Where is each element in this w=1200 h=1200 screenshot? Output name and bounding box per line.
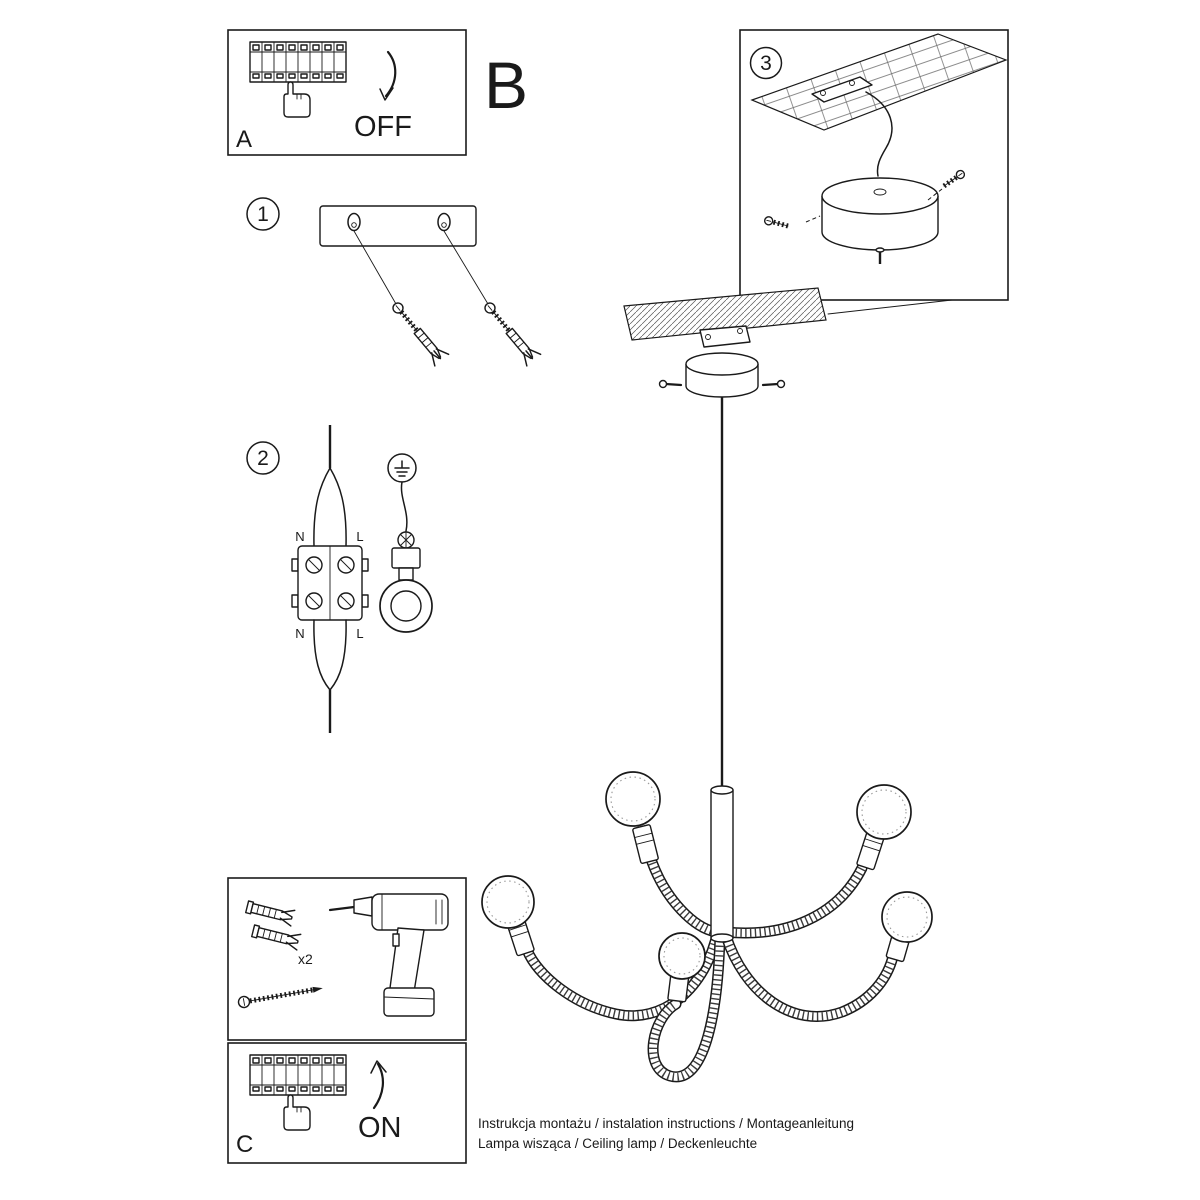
light-bulb [481,875,535,929]
panel-a-power-off: OFF A [227,29,467,156]
canopy-detail [821,177,939,264]
lamp-assembly [481,287,953,1077]
ceiling-plane [750,33,1008,131]
screw-icon [763,216,789,229]
footer-product-line: Lampa wisząca / Ceiling lamp / Deckenleu… [478,1136,757,1151]
earth-terminal [391,531,421,569]
hand-icon [283,1094,311,1131]
terminal-block [291,545,369,621]
step-2-number: 2 [257,447,269,470]
wire-n-bottom [313,619,331,691]
on-label: ON [358,1112,402,1144]
ceiling-board [623,287,827,341]
step-3-number: 3 [760,52,772,75]
leader-line [443,230,489,305]
hand-icon [283,81,311,118]
screw-leader-line [805,215,821,223]
screw-leader-line [927,188,943,201]
panel-drill: x2 [227,877,467,1041]
panel-3-ceiling-detail: 3 [739,29,1009,301]
lamp-bracket [699,325,751,348]
panel-c-label: C [236,1131,253,1158]
earth-wire [400,481,408,532]
step-2-wiring: 2 N L N L [246,425,433,733]
gooseneck-arm-right [726,936,892,1017]
step-2-circle [246,441,280,475]
off-label: OFF [354,111,412,143]
earth-symbol [387,453,417,483]
keyhole-slot [347,212,361,232]
wire-l-top [329,467,347,547]
label-n-bottom: N [295,626,304,641]
wall-anchor-icon [250,922,302,951]
breaker-panel-icon [249,1054,347,1096]
anchor-quantity: x2 [298,951,313,967]
footer-instructions-line: Instrukcja montażu / instalation instruc… [478,1116,854,1131]
light-bulb [856,784,912,840]
step-1-number: 1 [257,203,269,226]
central-rod [710,785,734,943]
screw-icon [942,169,966,189]
mounting-bracket [811,76,873,103]
panel-a-border [227,29,467,156]
leader-line [353,230,397,305]
panel-3-border [739,29,1009,301]
mounting-plate [319,205,477,247]
light-bulb [881,891,933,943]
screw-icon [761,379,786,389]
light-bulb [605,771,661,827]
step-3-circle [749,46,783,80]
wire-n-top [313,467,331,547]
bulb-socket [632,824,659,864]
step-1-mounting-plate: 1 [246,197,541,366]
wall-anchor-icon [244,898,296,927]
callout-leader-line [827,299,953,315]
breaker-panel-icon [249,41,347,83]
label-l-top: L [356,529,363,544]
screw-anchor-icon [480,298,541,365]
label-l-bottom: L [356,626,363,641]
panel-c-power-on: ON C [227,1042,467,1164]
keyhole-slot [437,212,451,232]
panel-a-label: A [236,126,252,153]
gooseneck-arm-upper-left [652,862,716,932]
cable-gland-ring [379,567,433,633]
screw-icon [658,379,683,389]
lamp-canopy [658,352,786,398]
supply-wire [865,91,893,177]
panel-drill-border [227,877,467,1041]
panel-b-label: B [484,48,528,122]
wire-l-bottom [329,619,347,691]
light-bulb [658,932,706,980]
arrow-up-icon [370,1060,387,1110]
step-1-circle [246,197,280,231]
arrow-down-icon [379,50,397,101]
drill-icon [328,893,449,1017]
screw-anchor-icon [388,298,449,365]
label-n-top: N [295,529,304,544]
panel-c-border [227,1042,467,1164]
gooseneck-arm-upper-right [726,868,862,933]
screw-icon [237,986,323,1009]
